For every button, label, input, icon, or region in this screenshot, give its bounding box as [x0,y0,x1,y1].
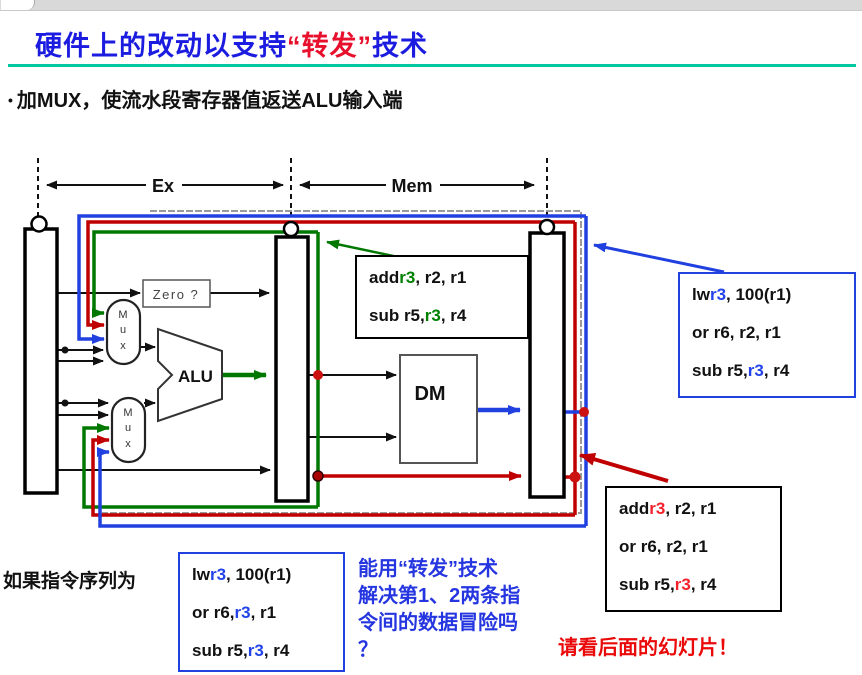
tap-dot-memwb-red [569,471,581,483]
green-annotation-arrow [326,239,399,259]
bullet-text: •加MUX，使流水段寄存器值返送ALU输入端 [8,84,402,113]
instruction-line: lw r3, 100(r1) [692,285,792,304]
instruction-line: sub r5, r3, r4 [692,361,790,380]
bullet-label: 加MUX，使流水段寄存器值返送ALU输入端 [16,90,403,112]
question-line: 令间的数据冒险吗 [358,612,518,634]
instruction-box-exmem: add r3, r2, r1 sub r5, r3, r4 [355,255,529,339]
mux-upper: M u x [105,298,142,366]
window-top-bar [0,0,862,11]
instruction-line: or r6, r2, r1 [692,323,781,342]
zero-label: Zero ? [153,287,200,302]
instruction-box-sequence: lw r3, 100(r1) or r6, r3, r1 sub r5, r3,… [178,552,345,672]
forward-loop-blue [77,214,588,528]
junction-dot [61,399,69,407]
next-slide-note: 请看后面的幻灯片！ [558,637,738,659]
instruction-line: sub r5, r3, r4 [192,641,290,660]
stage-ruler [37,158,548,221]
forwarding-question: 能用“转发”技术 解决第1、2两条指 令间的数据冒险吗 ？ [358,556,568,664]
instruction-box-wb: add r3, r2, r1 or r6, r2, r1 sub r5, r3,… [605,486,782,612]
mux-letter: u [125,422,131,434]
page-title: 硬件上的改动以支持“转发”技术 [35,31,428,61]
blue-annotation-arrow [593,242,725,274]
mux-letter: M [123,407,132,419]
alu-label: ALU [178,367,213,386]
tap-dot-memwb-blue [579,407,589,417]
pipeline-register-exmem [274,235,310,503]
title-divider [8,64,856,67]
clock-node [538,218,556,236]
alu-shape [157,327,223,423]
junction-dot [61,346,69,354]
mux-letter: u [120,324,126,336]
question-line: ？ [358,639,378,661]
dm-box [399,354,478,464]
stage-label-mem: Mem [391,176,432,196]
clock-node [30,215,48,233]
mux-letter: x [125,438,131,450]
instruction-line: lw r3, 100(r1) [192,565,292,584]
forward-loop-red [86,220,577,517]
instruction-line: or r6, r3, r1 [192,603,277,622]
tap-dot-exmem [312,470,324,482]
writeback-wire [102,210,582,514]
instruction-line: or r6, r2, r1 [619,537,708,556]
sequence-prompt: 如果指令序列为 [3,571,137,592]
zero-box [142,279,211,308]
question-line: 能用“转发”技术 [358,558,498,580]
dm-label: DM [414,383,445,405]
question-line: 解决第1、2两条指 [358,585,521,607]
mux-letter: x [120,340,126,352]
mux-lower: M u x [110,396,147,464]
forward-loop-green [82,230,320,509]
stage-label-ex: Ex [152,176,174,196]
mux-letter: M [118,309,127,321]
pipeline-register-memwb [528,231,566,499]
red-annotation-arrow [579,453,669,483]
instruction-line: add r3, r2, r1 [369,268,467,287]
instruction-box-memwb: lw r3, 100(r1) or r6, r2, r1 sub r5, r3,… [678,272,856,398]
clock-node [282,220,300,238]
pipeline-register-idex [23,227,59,495]
instruction-line: add r3, r2, r1 [619,499,717,518]
instruction-line: sub r5, r3, r4 [369,306,467,325]
bullet-icon: • [8,92,13,108]
instruction-line: sub r5, r3, r4 [619,575,717,594]
tap-dot-alu-result [313,370,323,380]
